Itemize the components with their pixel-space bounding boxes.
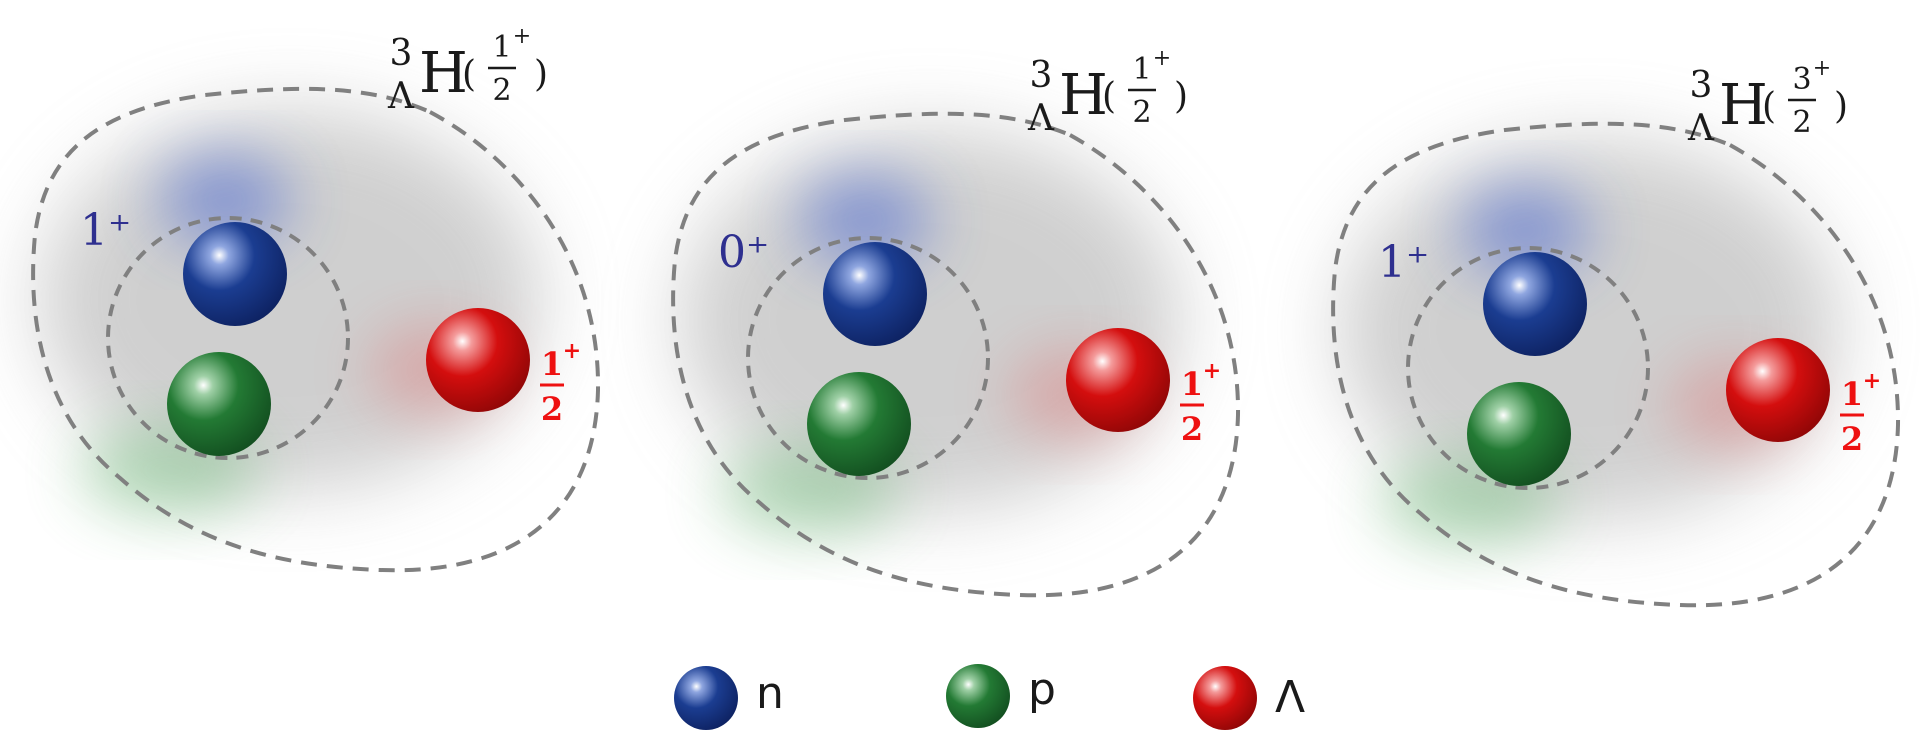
legend-label-neutron: n	[756, 668, 784, 719]
svg-text:): )	[1834, 86, 1848, 127]
nucleus-label: 3 Λ H ( 3 + 2 )	[1687, 56, 1848, 149]
svg-text:(: (	[462, 54, 476, 95]
legend-proton-sphere	[946, 664, 1010, 728]
mass-number: 3	[1690, 65, 1713, 106]
lambda-spin-parity: +	[1203, 358, 1221, 384]
lambda-spin-label: 1 + 2	[540, 338, 581, 428]
svg-text:(: (	[1102, 76, 1116, 117]
nucleus-label: 3 Λ H ( 1 + 2 )	[387, 24, 548, 117]
legend-item-lambda: Λ	[1193, 666, 1305, 730]
panel-3: 1⁺ 1 + 2 3 Λ H ( 3 + 2 )	[1331, 56, 1901, 608]
lambda-spin-denominator: 2	[541, 390, 563, 428]
proton-sphere	[167, 352, 271, 456]
svg-text:(: (	[1762, 86, 1776, 127]
lambda-spin-denominator: 2	[1181, 410, 1203, 448]
element-symbol: H	[419, 41, 468, 106]
outer-dashed-boundary	[1331, 121, 1901, 608]
legend-item-neutron: n	[674, 666, 784, 730]
neutron-sphere	[1483, 252, 1587, 356]
mass-number: 3	[390, 33, 413, 74]
hyperon-symbol: Λ	[1027, 98, 1055, 139]
outer-dashed-boundary	[671, 111, 1241, 598]
legend-label-proton: p	[1028, 664, 1056, 715]
lambda-spin-numerator: 1	[1841, 375, 1863, 413]
legend-neutron-sphere	[674, 666, 738, 730]
neutron-sphere	[183, 222, 287, 326]
nucleus-label: 3 Λ H ( 1 + 2 )	[1027, 46, 1188, 139]
lambda-sphere	[1726, 338, 1830, 442]
outer-dashed-boundary	[31, 86, 601, 573]
legend-label-lambda: Λ	[1275, 672, 1305, 723]
diquark-spin-label: 1⁺	[1378, 237, 1429, 288]
svg-text:): )	[534, 54, 548, 95]
lambda-sphere	[1066, 328, 1170, 432]
hyperon-symbol: Λ	[387, 76, 415, 117]
neutron-sphere	[823, 242, 927, 346]
diquark-spin-label: 1⁺	[80, 205, 131, 256]
proton-sphere	[1467, 382, 1571, 486]
inner-dashed-boundary	[106, 216, 350, 460]
inner-dashed-boundary	[746, 236, 990, 480]
lambda-spin-label: 1 + 2	[1180, 358, 1221, 448]
spin-parity: +	[513, 24, 531, 49]
spin-denominator: 2	[1792, 105, 1811, 140]
spin-parity: +	[1153, 46, 1171, 71]
element-symbol: H	[1059, 63, 1108, 128]
hyperon-symbol: Λ	[1687, 108, 1715, 149]
spin-denominator: 2	[492, 73, 511, 108]
lambda-spin-numerator: 1	[541, 345, 563, 383]
spin-parity: +	[1813, 56, 1831, 81]
lambda-spin-parity: +	[1863, 368, 1881, 394]
lambda-sphere	[426, 308, 530, 412]
diquark-spin-label: 0⁺	[718, 227, 769, 278]
lambda-spin-denominator: 2	[1841, 420, 1863, 458]
inner-dashed-boundary	[1406, 246, 1650, 490]
proton-sphere	[807, 372, 911, 476]
spin-numerator: 1	[492, 30, 511, 65]
panel-2: 0⁺ 1 + 2 3 Λ H ( 1 + 2 )	[671, 46, 1241, 598]
element-symbol: H	[1719, 73, 1768, 138]
legend: n p Λ	[674, 664, 1305, 730]
legend-lambda-sphere	[1193, 666, 1257, 730]
spin-numerator: 3	[1792, 62, 1811, 97]
lambda-spin-parity: +	[563, 338, 581, 364]
panel-1: 1⁺ 1 + 2 3 Λ H ( 1 + 2 )	[31, 24, 601, 573]
lambda-spin-numerator: 1	[1181, 365, 1203, 403]
lambda-spin-label: 1 + 2	[1840, 368, 1881, 458]
spin-numerator: 1	[1132, 52, 1151, 87]
mass-number: 3	[1030, 55, 1053, 96]
spin-denominator: 2	[1132, 95, 1151, 130]
svg-text:): )	[1174, 76, 1188, 117]
legend-item-proton: p	[946, 664, 1056, 728]
